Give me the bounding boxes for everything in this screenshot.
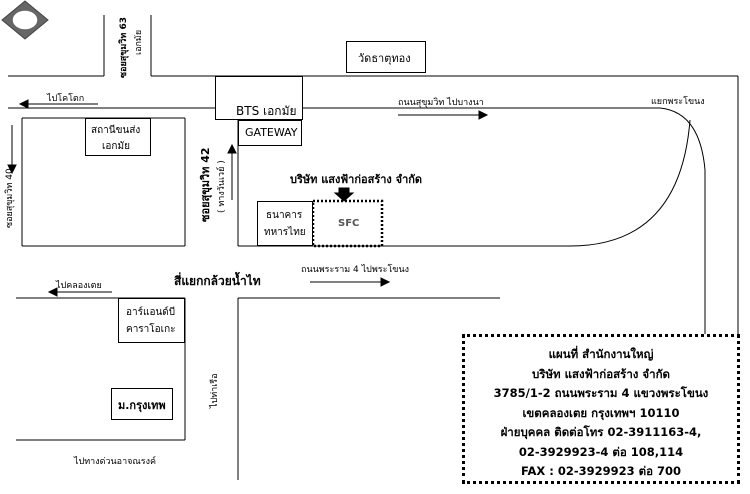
road-rama4-top-curve [569, 119, 691, 247]
label-soi-sukhumvit-40: ซอยสุขุมวิท 40 [5, 168, 15, 228]
label-to-khlong-toei: ไปคลองเตย [56, 281, 102, 291]
label-sukhumvit-to-bangna: ถนนสุขุมวิท ไปบางนา [398, 98, 484, 108]
label-rama4-to-phrakhanong: ถนนพระราม 4 ไปพระโขนง [301, 265, 409, 275]
sfc-logo-icon [1, 0, 49, 40]
legend-contact-1: ฝ่ายบุคคล ติดต่อโทร 02-3911163-4, [500, 425, 702, 439]
rnb-karaoke-label-2: คาราโอเกะ [126, 324, 176, 335]
address-legend: แผนที่ สำนักงานใหญ่ บริษัท แสงฟ้าก่อสร้า… [462, 334, 740, 484]
bangkok-university-label: ม.กรุงเทพ [118, 399, 166, 412]
label-kluai-nam-thai-intersection: สี่แยกกล้วยน้ำไท [174, 274, 261, 288]
wat-that-thong-label: วัดธาตุทอง [358, 52, 411, 65]
tmb-bank-label-2: ทหารไทย [264, 227, 306, 238]
label-to-tha-ruea: ไปท่าเรือ [210, 373, 220, 408]
bts-ekkamai-label: BTS เอกมัย [236, 104, 297, 118]
label-phra-khanong-intersection: แยกพระโขนง [651, 97, 705, 107]
legend-address-1: 3785/1-2 ถนนพระราม 4 แขวงพระโขนง [493, 386, 709, 400]
tmb-bank-label-1: ธนาคาร [266, 210, 303, 221]
legend-address-2: เขตคลองเตย กรุงเทพฯ 10110 [522, 405, 680, 420]
rnb-karaoke-box [118, 298, 185, 343]
bus-terminal-label-2: เอกมัย [102, 141, 130, 152]
label-soi-sukhumvit-63: ซอยสุขุมวิท 63 [119, 16, 129, 78]
label-soi-42-oneway: ( ทางวันเวย์ ) [217, 160, 227, 213]
company-site-outline [311, 199, 384, 248]
road-curve-inner [659, 107, 706, 334]
sfc-logo-text: SFC [338, 218, 360, 229]
legend-company: บริษัท แสงฟ้าก่อสร้าง จำกัด [531, 366, 671, 381]
label-soi-sukhumvit-42: ซอยสุขุมวิท 42 [199, 147, 212, 222]
legend-contact-2: 02-3929923-4 ต่อ 108,114 [518, 444, 684, 459]
tmb-bank-box [257, 201, 313, 246]
legend-title: แผนที่ สำนักงานใหญ่ [548, 347, 654, 361]
rnb-karaoke-label-1: อาร์แอนด์บี [126, 307, 176, 318]
label-ekkamai-road: เอกมัย [134, 29, 144, 55]
bus-terminal-label-1: สถานีขนส่ง [91, 125, 141, 136]
gateway-box [238, 120, 302, 146]
label-to-expressway: ไปทางด่วนอาจณรงค์ [74, 457, 157, 467]
company-label: บริษัท แสงฟ้าก่อสร้าง จำกัด [290, 173, 423, 186]
wat-that-thong-box [346, 41, 426, 73]
bangkok-university-box [111, 388, 173, 420]
bus-terminal-box [85, 118, 151, 156]
bts-ekkamai-box [215, 76, 303, 120]
company-pointer-arrow [333, 187, 355, 202]
gateway-label: GATEWAY [245, 126, 298, 139]
label-to-phlukdok: ไปโคโตก [47, 94, 85, 104]
legend-fax: FAX : 02-3929923 ต่อ 700 [520, 464, 682, 478]
